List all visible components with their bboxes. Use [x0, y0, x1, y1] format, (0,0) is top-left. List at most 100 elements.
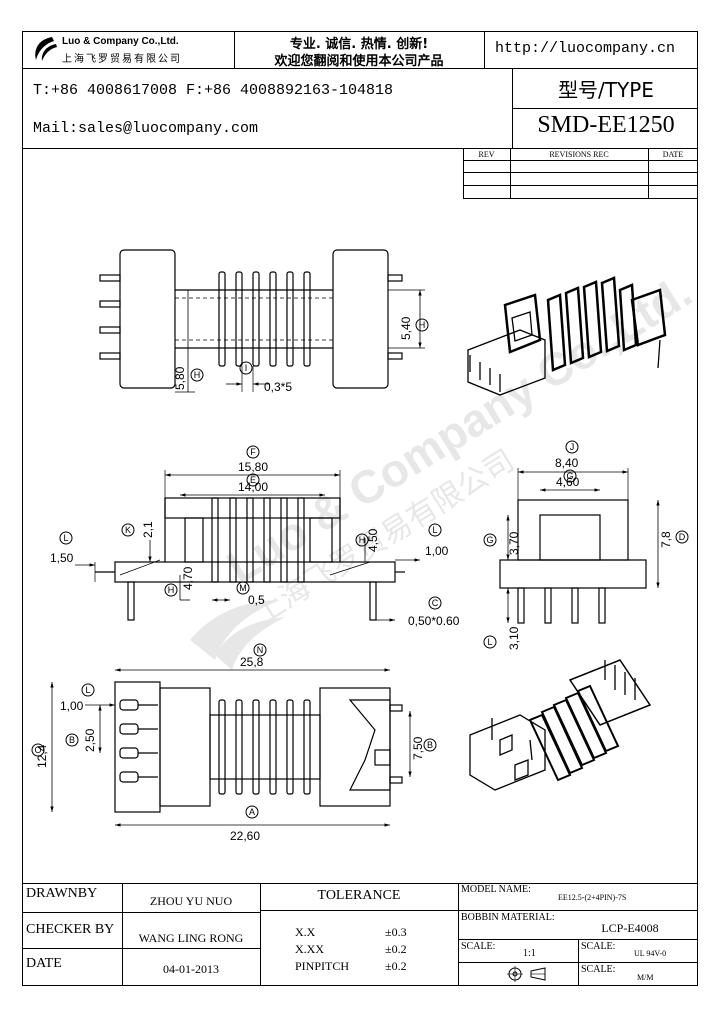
- tolerance-label: TOLERANCE: [317, 888, 401, 903]
- tag-h-top: H: [415, 318, 429, 332]
- dim-14-00: 14,00: [238, 480, 268, 494]
- dim-22-60: 22,60: [230, 829, 260, 843]
- checker-value: WANG LING RONG: [138, 931, 244, 945]
- bobbin-material-value: LCP-E4008: [601, 921, 659, 935]
- svg-text:I: I: [245, 363, 248, 373]
- phone-fax: T:+86 4008617008 F:+86 4008892163-104818: [33, 82, 394, 99]
- type-label: 型号/TYPE: [558, 78, 654, 102]
- bottom-view: [50, 668, 412, 827]
- tag-a: A: [245, 805, 259, 819]
- tag-h-top-2: H: [190, 368, 204, 382]
- model-number: SMD-EE1250: [537, 112, 675, 138]
- tag-k: K: [121, 523, 135, 537]
- svg-text:H: H: [168, 585, 175, 595]
- dim-3-10: 3,10: [507, 626, 521, 650]
- tag-o: O: [31, 743, 45, 757]
- svg-text:A: A: [249, 807, 255, 817]
- svg-text:H: H: [359, 535, 366, 545]
- tag-l-bottom: L: [81, 683, 95, 697]
- tag-m: M: [236, 581, 250, 595]
- tag-i-top: I: [239, 361, 253, 375]
- svg-text:O: O: [34, 745, 41, 755]
- dim-3-70: 3,70: [507, 531, 521, 555]
- slogan-line-1: 专业. 诚信. 热情. 创新!: [289, 37, 429, 52]
- company-name-cn: 上海飞罗贸易有限公司: [62, 54, 182, 65]
- dim-1-50: 1,50: [50, 551, 74, 565]
- email-address[interactable]: Mail:sales@luocompany.com: [33, 120, 259, 137]
- svg-text:B: B: [69, 735, 75, 745]
- company-logo-icon: [35, 37, 57, 61]
- rev-col-header: REV: [478, 150, 495, 159]
- dim-7-50: 7,50: [411, 736, 425, 760]
- tag-l-end: L: [483, 635, 497, 649]
- svg-text:F: F: [250, 447, 256, 457]
- tol-xx-label: X.X: [295, 925, 316, 939]
- dim-12-4: 12,4: [35, 744, 49, 768]
- side-view: [75, 470, 420, 622]
- header-bottom-line: [22, 148, 698, 150]
- isometric-view-top: [467, 276, 667, 396]
- svg-text:B: B: [427, 740, 433, 750]
- date-label: DATE: [26, 956, 62, 971]
- svg-text:N: N: [257, 645, 264, 655]
- svg-text:H: H: [194, 370, 201, 380]
- checker-label: CHECKER BY: [26, 922, 115, 937]
- type-box-mid: [512, 108, 698, 110]
- bobbin-material-label: BOBBIN MATERIAL:: [461, 912, 555, 923]
- dim-1-00-side: 1,00: [425, 544, 449, 558]
- header-divider: [22, 68, 698, 70]
- dim-2-1: 2,1: [141, 521, 155, 538]
- dim-2-50: 2,50: [83, 728, 97, 752]
- svg-text:K: K: [125, 525, 131, 535]
- model-name-label: MODEL NAME:: [461, 884, 531, 895]
- svg-text:M: M: [239, 583, 247, 593]
- dim-7-8: 7,8: [659, 531, 673, 548]
- tag-c: C: [428, 596, 442, 610]
- company-name-en: Luo & Company Co.,Ltd.: [62, 36, 179, 47]
- tol-xxx-label: X.XX: [295, 942, 324, 956]
- dim-25-8: 25,8: [240, 655, 264, 669]
- projection-symbol-icon: [507, 966, 546, 982]
- tag-f: F: [246, 445, 260, 459]
- tol-xx-value: ±0.3: [385, 925, 407, 939]
- svg-text:G: G: [566, 471, 573, 481]
- scale2-value: UL 94V-0: [634, 949, 667, 958]
- date-value: 04-01-2013: [163, 962, 219, 976]
- date-col-header: DATE: [662, 150, 684, 159]
- tag-j: J: [565, 440, 579, 454]
- svg-text:E: E: [250, 475, 256, 485]
- drawnby-value: ZHOU YU NUO: [149, 894, 233, 908]
- drawing-frame: [22, 31, 698, 986]
- tag-l-side: L: [59, 531, 73, 545]
- tag-b2-bottom: B: [423, 738, 437, 752]
- tag-b-bottom: B: [65, 733, 79, 747]
- svg-text:J: J: [570, 442, 575, 452]
- svg-text:L: L: [432, 525, 437, 535]
- top-view: [99, 249, 425, 393]
- website-link[interactable]: http://luocompany.cn: [495, 40, 676, 57]
- tol-pin-label: PINPITCH: [295, 959, 350, 973]
- model-name-value: EE12.5-(2+4PIN)-7S: [558, 893, 627, 902]
- dim-8-40: 8,40: [555, 456, 579, 470]
- svg-text:D: D: [679, 532, 686, 542]
- svg-text:G: G: [486, 535, 493, 545]
- dim-15-80: 15,80: [238, 460, 268, 474]
- scale3-value: M/M: [637, 973, 654, 982]
- tol-xxx-value: ±0.2: [385, 942, 407, 956]
- dim-1-00-bottom: 1,00: [60, 699, 84, 713]
- tag-g-end: G: [563, 469, 577, 483]
- tag-e: E: [246, 473, 260, 487]
- tag-h-side-2: H: [164, 583, 178, 597]
- header-sep-2: [484, 31, 486, 68]
- svg-text:L: L: [85, 685, 90, 695]
- svg-text:C: C: [432, 598, 439, 608]
- scale-value: 1:1: [523, 948, 536, 959]
- slogan-line-2: 欢迎您翻阅和使用本公司产品: [274, 54, 444, 69]
- revisions-rec-col-header: REVISIONS REC: [549, 150, 609, 159]
- dim-4-50: 4,50: [366, 528, 380, 552]
- scale2-label: SCALE:: [581, 941, 616, 952]
- tag-h-side: H: [355, 533, 369, 547]
- scale3-label: SCALE:: [581, 964, 616, 975]
- drawnby-label: DRAWNBY: [26, 886, 98, 901]
